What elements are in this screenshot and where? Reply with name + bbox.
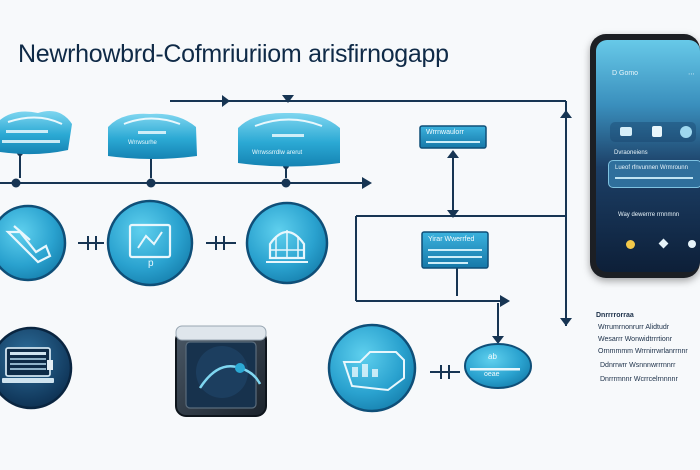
panel-line-3: Ornmmmm Wrrnirrwrlanrrnnr xyxy=(598,348,688,355)
grid-icon[interactable] xyxy=(620,127,632,136)
node-laptop xyxy=(0,326,73,410)
phone-card-header: Dvraoneiens xyxy=(614,150,648,156)
status-badge xyxy=(464,343,532,389)
phone-mockup: D Gomo ⋯ Dvraoneiens Lueof rfnvunnen Wrm… xyxy=(590,34,700,278)
label-box-top xyxy=(419,125,487,149)
arrow-top-2 xyxy=(282,95,294,103)
page-title: Newrhowbrd-Cofmriuriiom arisfirnogapp xyxy=(18,40,449,68)
panel-line-2: Wesarrr Wonwidtrrrtionr xyxy=(598,336,673,343)
panel-heading: Dnrrrrorraa xyxy=(596,312,634,319)
arrow-box-up xyxy=(447,150,459,158)
banner-1 xyxy=(0,111,72,155)
joint-2 xyxy=(146,178,156,188)
phone-app-name: D Gomo xyxy=(612,70,639,77)
banner-3 xyxy=(238,112,340,167)
phone-card-line: Lueof rfnvunnen Wrmrounn xyxy=(615,165,688,171)
phone-icon-row xyxy=(610,122,696,142)
label-box-mid xyxy=(421,231,489,269)
phone-bottom-nav xyxy=(608,236,700,256)
banner-label-3: Wrrwssrrdlw arerut xyxy=(252,150,303,156)
phone-card[interactable]: Lueof rfnvunnen Wrmrounn xyxy=(608,160,700,188)
node-globe xyxy=(245,201,329,285)
banner-label-2: Wrrwsurhe xyxy=(128,140,157,146)
label-box-top-text: Wrrnwaulorr xyxy=(426,129,464,136)
globe-icon xyxy=(268,230,306,260)
joint-3 xyxy=(281,178,291,188)
badge-line-2: oeae xyxy=(484,371,500,378)
panel-line-1: Wrrumrnonrurr Alidtudr xyxy=(598,324,670,331)
menu-icon[interactable]: ⋯ xyxy=(688,70,695,78)
badge-line-1: ab xyxy=(488,352,497,361)
joint-1 xyxy=(11,178,21,188)
chart-icon[interactable] xyxy=(652,126,662,137)
arrow-middle-end xyxy=(362,177,372,189)
label-box-mid-text: Yirar Wwerrfed xyxy=(428,236,475,243)
arrow-top-1 xyxy=(222,95,230,107)
banner-2 xyxy=(108,113,197,159)
phone-card-sub: Way dewerrre rrnnmnn xyxy=(618,212,680,218)
dashboard-icon xyxy=(342,351,405,392)
arrow-box-down xyxy=(447,210,459,218)
node-device xyxy=(175,325,267,417)
connector-lines xyxy=(0,100,567,373)
heart-icon[interactable] xyxy=(688,240,696,248)
node-analytics xyxy=(327,323,417,413)
phone-screen: D Gomo ⋯ Dvraoneiens Lueof rfnvunnen Wrm… xyxy=(596,40,700,272)
panel-line-5: Dnrrrmnnr Wcrrcelrnnnnr xyxy=(600,376,678,383)
node-tools xyxy=(0,204,67,282)
panel-line-4: Ddnrrwrr Wsnnnwrrrnnrr xyxy=(600,362,676,369)
tablet-icon xyxy=(128,223,172,259)
profile-icon[interactable] xyxy=(680,126,692,138)
node-tablet xyxy=(106,199,194,287)
tablet-badge-text: p xyxy=(148,258,154,269)
diamond-icon[interactable] xyxy=(658,238,669,249)
arrow-badge xyxy=(492,336,504,344)
arrow-right-down xyxy=(560,318,572,326)
home-icon[interactable] xyxy=(626,240,635,249)
connector-arrows xyxy=(11,95,572,344)
arrow-branch-end xyxy=(500,295,510,307)
arrow-right-up xyxy=(560,110,572,118)
